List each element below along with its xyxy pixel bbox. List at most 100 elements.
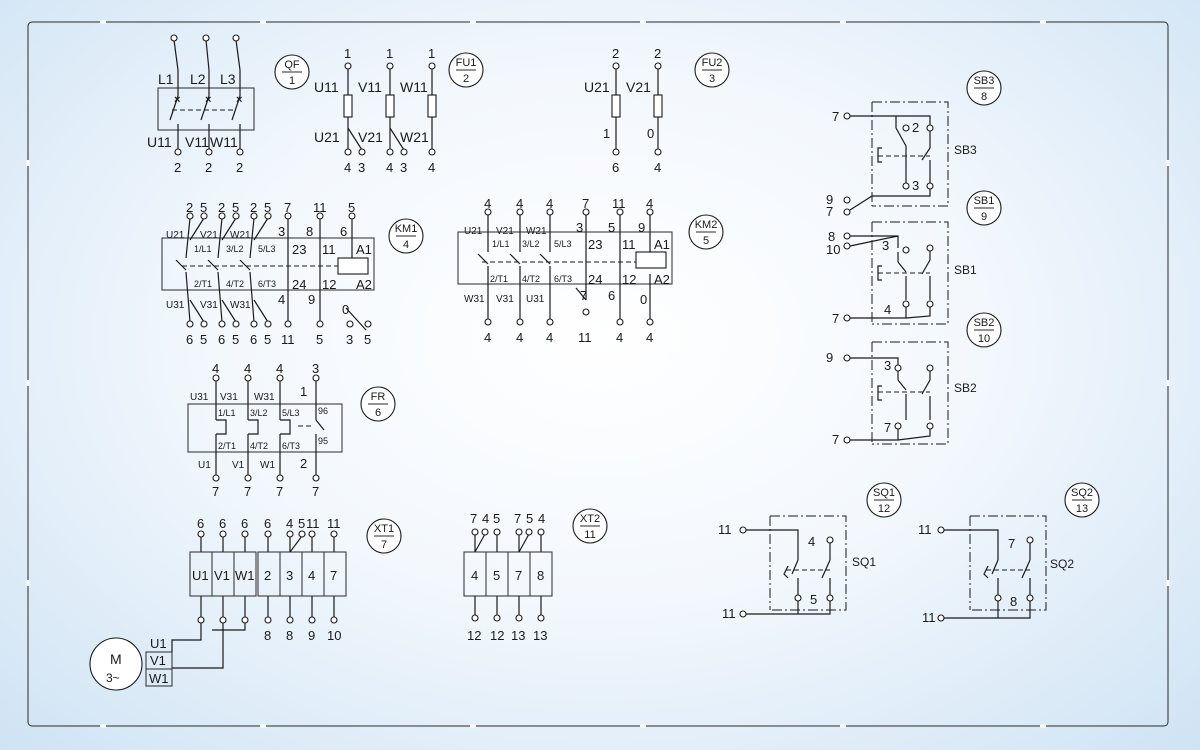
bubble-xt2-ref: 11 bbox=[584, 529, 595, 541]
fu1-label-u21: U21 bbox=[314, 129, 340, 145]
xt1-topnum-8: 11 bbox=[327, 516, 341, 531]
km1-topnum-1: 2 bbox=[186, 200, 193, 215]
frame-dash-marks bbox=[26, 20, 1170, 728]
qf-breaker: ××× L1 L2 L3 U11 V11 W11 2 2 2 bbox=[147, 34, 255, 175]
km1-contact-1: 1/L1 bbox=[194, 244, 212, 254]
sq1-left-2: 11 bbox=[722, 606, 736, 621]
sb2-left-1: 9 bbox=[826, 350, 833, 365]
fu1-topnum-3: 1 bbox=[428, 46, 435, 61]
km1-botnum-10: 5 bbox=[364, 332, 371, 347]
km2-aux-24: 24 bbox=[588, 272, 602, 287]
sb1-button: 8 10 7 3 4 SB1 bbox=[826, 221, 977, 326]
xt1-cell-2: 2 bbox=[264, 568, 271, 583]
sq2-in-2: 8 bbox=[1010, 594, 1017, 609]
km2-mid2-2: 6 bbox=[608, 288, 615, 303]
module-bubbles: QF 1 FU1 2 FU2 3 KM1 4 KM2 5 FR 6 XT1 7 … bbox=[274, 52, 1100, 554]
xt1-botnum-3: 9 bbox=[308, 628, 315, 643]
sb1-left-2: 10 bbox=[826, 242, 840, 257]
km2-aux-11: 11 bbox=[622, 237, 636, 252]
fr-contact-2: 2/T1 bbox=[218, 441, 236, 451]
km2-aux-23: 23 bbox=[588, 237, 602, 252]
km2-aux-12: 12 bbox=[622, 272, 636, 287]
xt1-terminal-block: 6 6 6 6 4 5 11 11 U1 V1 W1 2 3 4 7 8 8 9… bbox=[171, 516, 347, 669]
bubble-xt1-id: XT1 bbox=[374, 523, 394, 535]
bubble-qf-id: QF bbox=[284, 59, 300, 71]
bubble-sq1-ref: 12 bbox=[878, 503, 890, 515]
km1-topnum-8: 11 bbox=[313, 200, 327, 215]
km2-topnum-4: 7 bbox=[582, 196, 589, 211]
km2-topnum-1: 4 bbox=[484, 196, 491, 211]
xt1-topnum-1: 6 bbox=[197, 516, 204, 531]
fu1-label-u11: U11 bbox=[314, 79, 339, 95]
xt1-topnum-7: 11 bbox=[306, 516, 320, 531]
fr-botnum-2: 7 bbox=[244, 484, 251, 499]
km1-topnum-9: 5 bbox=[348, 200, 355, 215]
bubble-km2-id: KM2 bbox=[695, 219, 718, 231]
fu1-botnum-1: 4 bbox=[344, 160, 351, 175]
fu1-topnum-1: 1 bbox=[344, 46, 351, 61]
motor-term-v1: V1 bbox=[150, 653, 166, 668]
km2-botnum-6: 4 bbox=[646, 330, 653, 345]
fr-contact-5: 5/L3 bbox=[282, 408, 300, 418]
xt1-topnum-4: 6 bbox=[264, 516, 271, 531]
sb2-in-1: 3 bbox=[884, 358, 891, 373]
fr-label-1: 1 bbox=[300, 384, 307, 399]
xt1-topnum-6: 5 bbox=[298, 516, 305, 531]
fu2-topnum-2: 2 bbox=[654, 46, 661, 61]
fu1-botnum-4: 3 bbox=[400, 160, 407, 175]
km1-label-w21: W21 bbox=[230, 230, 251, 241]
fr-label-u1: U1 bbox=[198, 460, 211, 471]
km1-botnum-6: 5 bbox=[264, 332, 271, 347]
km2-contact-1: 1/L1 bbox=[492, 239, 510, 249]
fr-contact-3: 3/L2 bbox=[250, 408, 268, 418]
km1-botnum-3: 6 bbox=[218, 332, 225, 347]
xt1-cell-w1: W1 bbox=[235, 568, 255, 583]
km1-topnum-3: 2 bbox=[218, 200, 225, 215]
bubble-km1-ref: 4 bbox=[403, 239, 409, 251]
fr-aux-96: 96 bbox=[318, 406, 328, 416]
motor-term-w1: W1 bbox=[149, 671, 169, 686]
bubble-sb2: SB2 10 bbox=[966, 312, 1002, 348]
km2-coil-a2: A2 bbox=[654, 272, 670, 287]
sb1-left-1: 8 bbox=[828, 229, 835, 244]
fu1-botnum-3: 4 bbox=[386, 160, 393, 175]
km1-topnum-2: 5 bbox=[200, 200, 207, 215]
km1-mid2-2: 9 bbox=[308, 292, 315, 307]
km2-contactor: 4 4 4 7 11 4 3 5 9 U21 V21 W21 1/L1 3/L2… bbox=[457, 196, 673, 345]
qf-label-l3: L3 bbox=[220, 71, 236, 87]
fu2-label-1: 1 bbox=[603, 126, 610, 141]
km1-topnum-4: 5 bbox=[232, 200, 239, 215]
bubble-fr-id: FR bbox=[371, 391, 386, 403]
fu2-botnum-2: 4 bbox=[654, 160, 661, 175]
km2-botnum-4: 11 bbox=[578, 330, 592, 345]
motor-symbol: M bbox=[110, 651, 122, 667]
bubble-qf-ref: 1 bbox=[289, 75, 295, 87]
xt1-cell-4: 4 bbox=[308, 568, 315, 583]
qf-label-l2: L2 bbox=[190, 71, 206, 87]
xt1-topnum-2: 6 bbox=[219, 516, 226, 531]
qf-label-v11: V11 bbox=[185, 134, 209, 150]
bubble-sb2-ref: 10 bbox=[978, 333, 990, 345]
xt2-topnum-3: 5 bbox=[493, 511, 500, 526]
km2-coil-a1: A1 bbox=[654, 237, 670, 252]
km1-botnum-1: 6 bbox=[186, 332, 193, 347]
fr-topnum-1: 4 bbox=[212, 361, 219, 376]
sb1-name: SB1 bbox=[954, 263, 977, 277]
fu2-topnum-1: 2 bbox=[612, 46, 619, 61]
svg-text:×: × bbox=[205, 94, 211, 106]
fr-contact-6: 6/T3 bbox=[282, 441, 300, 451]
motor-type: 3~ bbox=[106, 671, 120, 685]
km2-botnum-5: 4 bbox=[616, 330, 623, 345]
xt1-botnum-1: 8 bbox=[264, 628, 271, 643]
bubble-sq2-ref: 13 bbox=[1076, 503, 1088, 515]
fu2-label-u21: U21 bbox=[584, 79, 610, 95]
bubble-sb1-ref: 9 bbox=[981, 211, 987, 223]
bubble-sq2-id: SQ2 bbox=[1071, 487, 1093, 499]
km2-botnum-3: 4 bbox=[546, 330, 553, 345]
km1-contact-4: 4/T2 bbox=[226, 279, 244, 289]
fu2-label-v21: V21 bbox=[626, 79, 651, 95]
bubble-fu2-ref: 3 bbox=[709, 73, 715, 85]
xt2-botnum-4: 13 bbox=[533, 628, 547, 643]
fr-label-v1: V1 bbox=[232, 460, 245, 471]
qf-num-3: 2 bbox=[236, 160, 243, 175]
